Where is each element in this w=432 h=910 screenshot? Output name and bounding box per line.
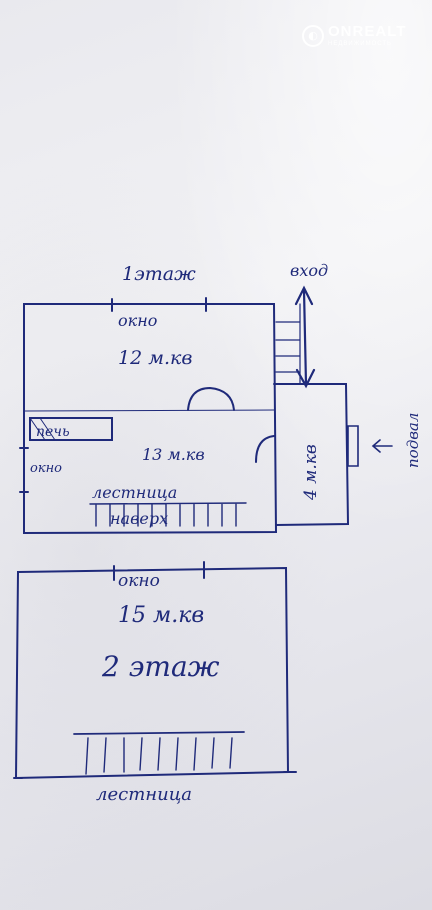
door-arc-2 [255, 435, 275, 463]
stove-label: печь [36, 424, 70, 440]
floor2-stairs [85, 737, 233, 775]
cellar-hatch [347, 425, 359, 467]
floor1-title: 1этаж [122, 263, 196, 285]
floor2-window-label: окно [118, 571, 160, 591]
floor2-area-label: 15 м.кв [118, 603, 204, 628]
floor2-title: 2 этаж [101, 650, 220, 683]
stairs-up-label: наверх [110, 509, 168, 528]
vestibule-walls [273, 383, 350, 526]
watermark-subtitle: НЕДВИЖИМОСТЬ [328, 41, 392, 47]
entrance-label: вход [290, 261, 328, 280]
floor1-stairs [89, 502, 247, 527]
room-a-area-label: 12 м.кв [118, 347, 192, 369]
watermark-brand: ONREALT [328, 23, 407, 40]
floor1-window-left-label: окно [30, 461, 62, 476]
onrealt-logo-icon: ◐ [302, 25, 324, 47]
cellar-label: подвал [404, 413, 422, 468]
vestibule-area-label: 4 м.кв [301, 444, 321, 501]
onrealt-watermark: ◐ ONREALT НЕДВИЖИМОСТЬ [302, 22, 422, 52]
floor1-stairs-label: лестница [92, 483, 177, 502]
entrance-steps [275, 321, 301, 373]
room-b-area-label: 13 м.кв [142, 445, 205, 464]
floor1-partition [23, 409, 275, 412]
floor1-window-top-label: окно [118, 311, 157, 330]
floor1-walls [23, 303, 278, 535]
floor1-window-ticks [111, 297, 207, 312]
stove-hatch [29, 417, 56, 441]
door-arc-1 [187, 386, 235, 411]
left-window-ticks [19, 447, 29, 493]
stove-box [29, 417, 113, 441]
floor2-stairs-label: лестница [96, 784, 192, 805]
cellar-arrow-icon [371, 439, 393, 453]
entrance-arrow-icon [294, 285, 316, 389]
floor2-window-ticks [113, 561, 205, 581]
